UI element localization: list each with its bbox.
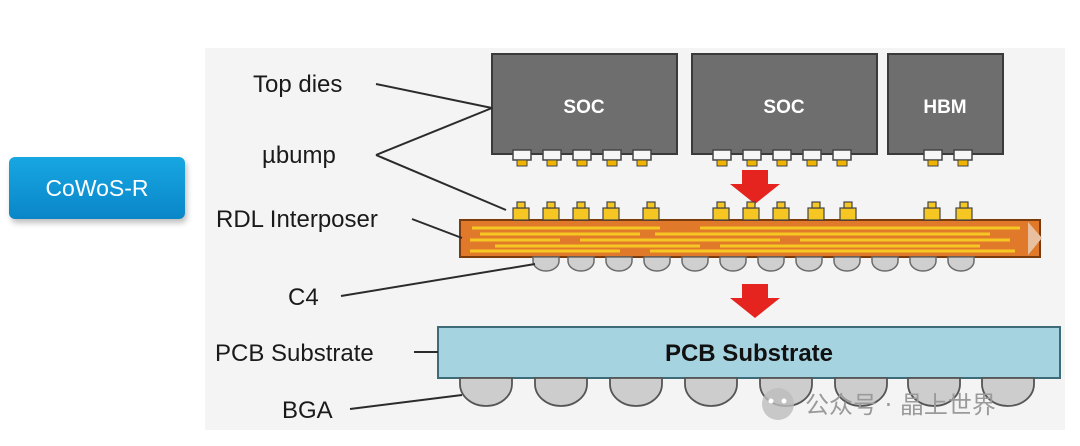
c4-bump (643, 256, 671, 272)
soc-die-1 (491, 53, 678, 155)
c4-bump (681, 256, 709, 272)
rdl-interposer (459, 201, 1042, 258)
c4-bump (719, 256, 747, 272)
c4-bump (795, 256, 823, 272)
bga-ball (609, 377, 663, 407)
watermark: 公众号 · 晶上世界 (762, 388, 996, 420)
hbm-die (887, 53, 1004, 155)
ubump (832, 149, 852, 161)
ubump (512, 149, 532, 161)
top-dies: SOC SOC HBM (491, 53, 1004, 155)
bga-ball (834, 377, 888, 407)
ubump (602, 149, 622, 161)
c4-bump (757, 256, 785, 272)
ubump (953, 149, 973, 161)
c4-bumps (532, 256, 975, 272)
label-top-dies: Top dies (253, 71, 342, 98)
bga-ball (684, 377, 738, 407)
c4-bump (605, 256, 633, 272)
soc-die-2 (691, 53, 878, 155)
leader-lines (340, 83, 536, 410)
label-pcb-substrate: PCB Substrate (215, 340, 374, 367)
bga-ball (907, 377, 961, 407)
rdl-traces (470, 226, 1020, 253)
ubump (572, 149, 592, 161)
watermark-text: 公众号 · 晶上世界 (805, 391, 996, 419)
label-ubump: µbump (262, 142, 336, 169)
interposer-ubumps (512, 201, 973, 221)
hbm-die-label: HBM (923, 97, 966, 118)
label-c4: C4 (288, 284, 319, 311)
c4-bump (947, 256, 975, 272)
c4-bump (871, 256, 899, 272)
die-ubumps (512, 149, 973, 167)
bga-ball (459, 377, 513, 407)
ubump (542, 149, 562, 161)
wechat-icon (762, 388, 794, 420)
c4-bump (532, 256, 560, 272)
c4-bump (909, 256, 937, 272)
interposer-edge (1028, 222, 1042, 255)
ubump (802, 149, 822, 161)
down-arrow-icon (730, 170, 780, 204)
bga-ball (534, 377, 588, 407)
bga-ball (981, 377, 1035, 407)
soc-die-2-label: SOC (763, 97, 804, 118)
label-bga: BGA (282, 397, 333, 424)
soc-die-1-label: SOC (563, 97, 604, 118)
label-rdl-interposer: RDL Interposer (216, 206, 378, 233)
cowos-r-badge: CoWoS-R (9, 157, 185, 219)
c4-bump (567, 256, 595, 272)
ubump (712, 149, 732, 161)
down-arrow-icon (730, 284, 780, 318)
c4-bump (833, 256, 861, 272)
pcb-substrate-label: PCB Substrate (665, 340, 833, 367)
ubump (632, 149, 652, 161)
ubump (742, 149, 762, 161)
ubump (923, 149, 943, 161)
ubump (772, 149, 792, 161)
